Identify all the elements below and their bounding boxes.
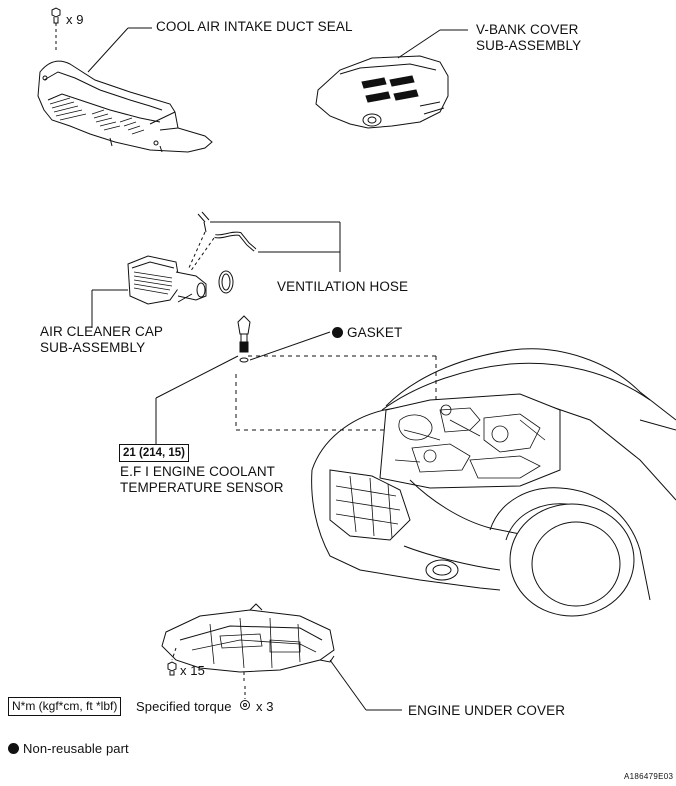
filled-circle-icon [8, 743, 19, 754]
v-bank-cover-label-line2: SUB-ASSEMBLY [476, 38, 582, 53]
bolt-icon [167, 661, 177, 676]
air-cleaner-cap-label: AIR CLEANER CAP SUB-ASSEMBLY [40, 324, 163, 356]
gasket-label-text: GASKET [347, 325, 403, 340]
air-cleaner-cap-label-line1: AIR CLEANER CAP [40, 324, 164, 339]
engine-under-cover-drawing [161, 603, 402, 711]
v-bank-cover-drawing [315, 29, 468, 129]
vehicle-engine-bay-drawing [311, 348, 676, 617]
ventilation-hose-label: VENTILATION HOSE [277, 279, 409, 294]
air-cleaner-cap-drawing [91, 255, 234, 328]
cool-air-intake-duct-seal-label: COOL AIR INTAKE DUCT SEAL [156, 19, 353, 34]
cool-air-intake-duct-seal-drawing [37, 27, 213, 153]
under-cover-clip-quantity: x 3 [256, 699, 274, 714]
coolant-sensor-label-line1: E.F I ENGINE COOLANT [120, 464, 276, 479]
non-reusable-legend: Non-reusable part [8, 741, 129, 757]
coolant-sensor-label-line2: TEMPERATURE SENSOR [120, 480, 284, 495]
ventilation-hose-drawing [187, 211, 341, 273]
seal-bolt-quantity: x 9 [66, 12, 84, 27]
v-bank-cover-label: V-BANK COVER SUB-ASSEMBLY [476, 22, 581, 54]
sensor-torque-value: 21 (214, 15) [119, 444, 190, 462]
torque-legend-description: Specified torque [136, 699, 232, 714]
figure-code: A186479E03 [624, 772, 674, 781]
non-reusable-legend-text: Non-reusable part [23, 741, 129, 756]
bolt-icon [51, 7, 61, 52]
v-bank-cover-label-line1: V-BANK COVER [476, 22, 579, 37]
engine-under-cover-label: ENGINE UNDER COVER [408, 703, 566, 718]
air-cleaner-cap-label-line2: SUB-ASSEMBLY [40, 340, 146, 355]
clip-icon [240, 686, 250, 710]
gasket-label: GASKET [332, 325, 402, 341]
coolant-temperature-sensor-drawing [155, 315, 437, 444]
torque-legend-box: N*m (kgf*cm, ft *lbf) [8, 697, 122, 716]
filled-circle-icon [332, 327, 343, 338]
coolant-sensor-label: E.F I ENGINE COOLANT TEMPERATURE SENSOR [120, 464, 284, 496]
under-cover-bolt-quantity: x 15 [180, 663, 205, 678]
